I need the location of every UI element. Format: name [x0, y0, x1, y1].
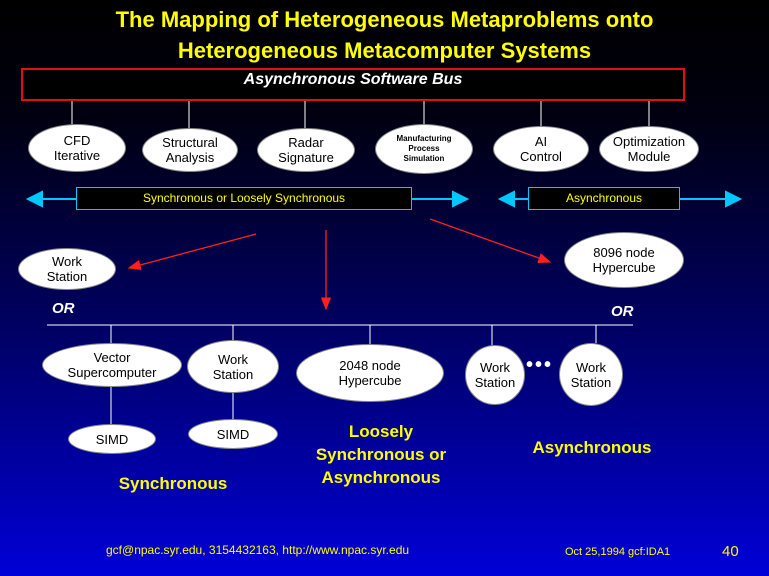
- hypercube-8096-node: 8096 node Hypercube: [564, 232, 684, 288]
- module-ai-control: AI Control: [493, 126, 589, 172]
- module-radar-signature: Radar Signature: [257, 128, 355, 172]
- bus-label: Asynchronous Software Bus: [243, 71, 463, 88]
- simd-1: SIMD: [68, 424, 156, 454]
- module-optimization: Optimization Module: [599, 126, 699, 172]
- footer-date: Oct 25,1994 gcf:IDA1: [565, 546, 671, 558]
- ellipsis-dots: •••: [526, 354, 554, 376]
- slide-number: 40: [722, 543, 739, 560]
- module-cfd-iterative: CFD Iterative: [28, 124, 126, 172]
- footer-contact: gcf@npac.syr.edu, 3154432163, http://www…: [106, 543, 410, 557]
- or-label-right: OR: [611, 303, 634, 320]
- vector-supercomputer: Vector Supercomputer: [42, 343, 182, 387]
- asynchronous-software-bus: Asynchronous Software Bus: [21, 68, 685, 101]
- group-label-loosely-synchronous: Loosely Synchronous or Asynchronous: [315, 422, 447, 487]
- band-arrows: [25, 190, 743, 208]
- workstation-b: Work Station: [465, 345, 525, 405]
- slide-title-line-2: Heterogeneous Metacomputer Systems: [177, 38, 592, 63]
- or-label-left: OR: [52, 300, 75, 317]
- module-manufacturing-process-simulation: Manufacturing Process Simulation: [375, 124, 473, 174]
- group-label-asynchronous: Asynchronous: [532, 438, 652, 457]
- workstation-c: Work Station: [559, 343, 623, 406]
- hypercube-2048-node: 2048 node Hypercube: [296, 344, 444, 402]
- group-label-synchronous: Synchronous: [118, 474, 228, 493]
- band-asynchronous: Asynchronous: [528, 187, 680, 210]
- simd-2: SIMD: [188, 419, 278, 449]
- workstation-top: Work Station: [18, 248, 116, 290]
- band-synchronous-or-loosely-synchronous: Synchronous or Loosely Synchronous: [76, 187, 412, 210]
- module-structural-analysis: Structural Analysis: [142, 128, 238, 172]
- slide-title-line-1: The Mapping of Heterogeneous Metaproblem…: [115, 7, 654, 32]
- workstation-a: Work Station: [187, 340, 279, 393]
